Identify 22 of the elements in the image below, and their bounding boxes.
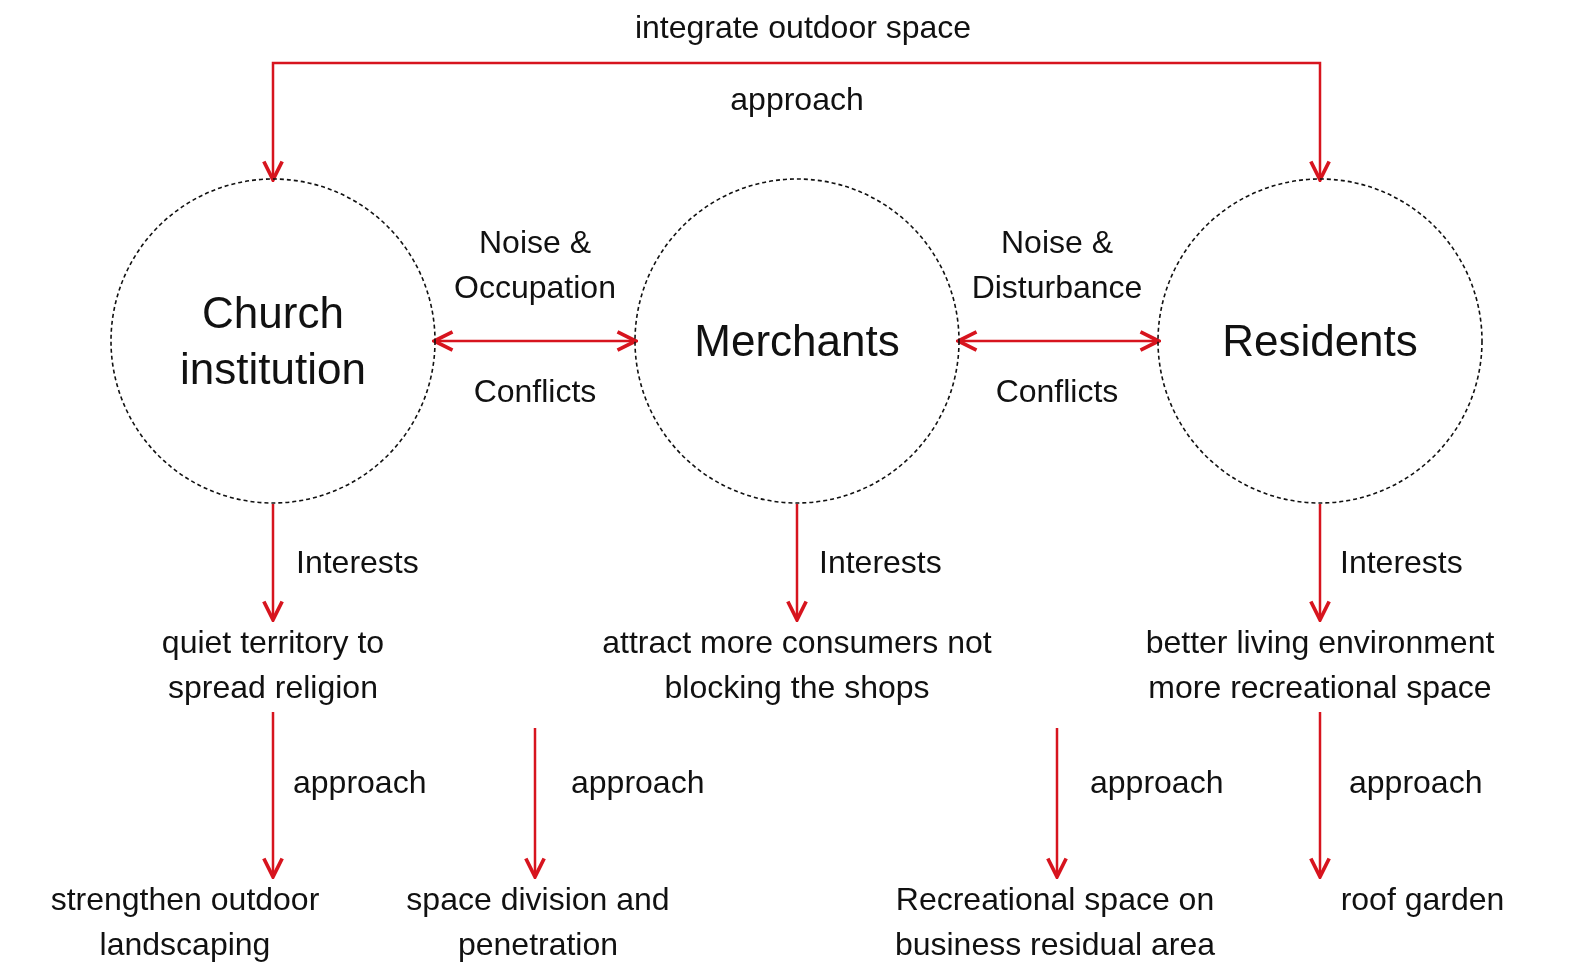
arrow (262, 61, 1331, 182)
outcome-text: better living environment more recreational space (1105, 620, 1535, 712)
note-text: Noise & Disturbance (970, 223, 1144, 307)
note-text: Noise & Occupation (453, 223, 617, 307)
stakeholder-label: Merchants (694, 315, 900, 367)
arrow (786, 504, 808, 622)
arrow (262, 504, 284, 622)
outcome-text: roof garden (1315, 877, 1530, 923)
arrow (1309, 712, 1331, 879)
outcome-text: attract more consumers not blocking the shops (597, 620, 997, 712)
arrow (1046, 728, 1068, 879)
outcome-text: space division and penetration (378, 877, 698, 969)
arrow (262, 712, 284, 879)
arrow (432, 330, 638, 352)
outcome-text: strengthen outdoor landscaping (18, 877, 352, 969)
outcome-text: Recreational space on business residual area (865, 877, 1245, 969)
arrow (956, 330, 1161, 352)
outcome-text: quiet territory to spread religion (113, 620, 433, 712)
stakeholder-label: Residents (1222, 315, 1418, 367)
stakeholder-label: Church institution (179, 287, 367, 395)
arrow (524, 728, 546, 879)
arrow (1309, 504, 1331, 622)
